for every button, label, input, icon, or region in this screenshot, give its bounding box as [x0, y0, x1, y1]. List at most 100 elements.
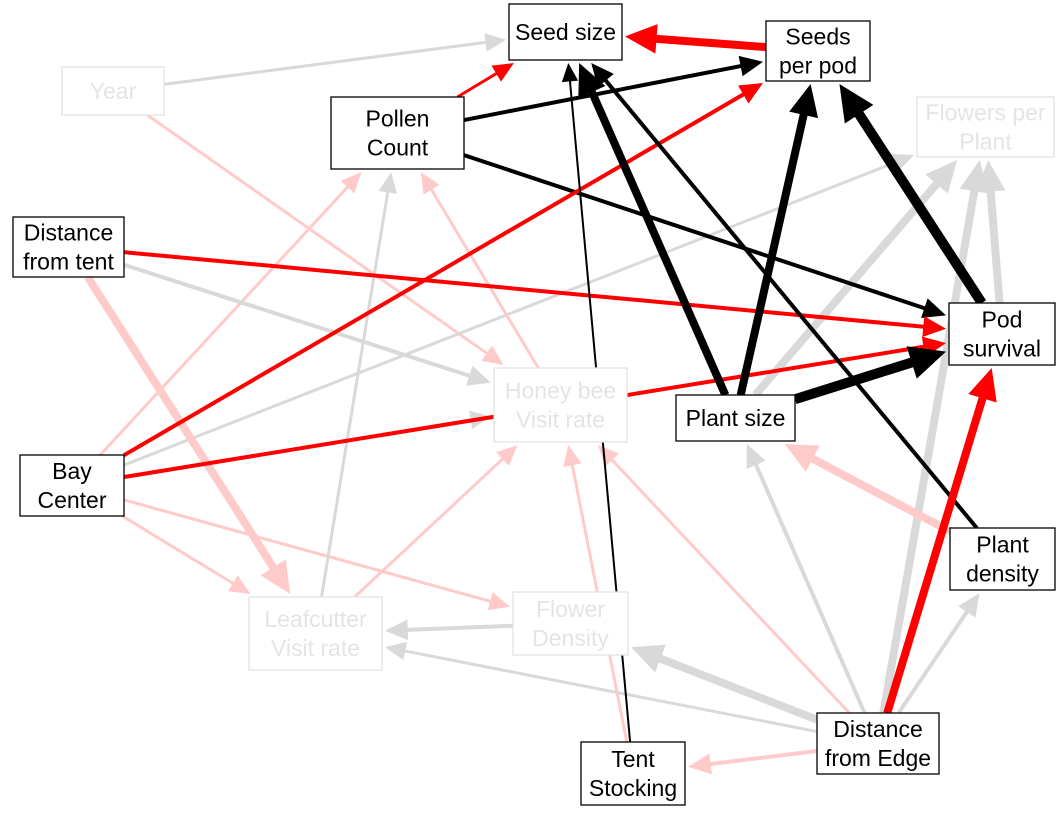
- node-label: Flowers per: [925, 100, 1045, 126]
- edge-line: [428, 186, 540, 369]
- node-box: [12, 216, 125, 278]
- edge-distance-from-edge-to-leafcutter-visit-rate: [385, 641, 818, 734]
- edge-flower-density-to-leafcutter-visit-rate: [385, 619, 514, 641]
- arrowhead-icon: [385, 641, 408, 661]
- arrowhead-icon: [591, 63, 614, 88]
- node-label: Leafcutter: [264, 606, 367, 632]
- arrowhead-icon: [738, 83, 763, 104]
- node-label: Plant: [976, 532, 1029, 558]
- node-seed-size: Seed size: [508, 3, 623, 61]
- arrowhead-icon: [340, 172, 362, 194]
- arrowhead-icon: [784, 444, 820, 472]
- edge-bay-center-to-pollen-count: [99, 172, 362, 457]
- arrowhead-icon: [925, 160, 958, 194]
- edge-year-to-seed-size: [163, 33, 506, 86]
- node-box: [19, 454, 125, 517]
- edge-line: [99, 183, 351, 457]
- edge-plant-size-to-flowers-per-plant: [752, 160, 958, 398]
- edge-line: [122, 91, 748, 457]
- edge-line: [706, 748, 818, 767]
- node-label: from Edge: [825, 745, 931, 771]
- edge-line: [602, 76, 979, 530]
- node-distance-from-tent: Distance from tent: [12, 216, 125, 278]
- edge-line: [401, 648, 818, 734]
- node-label: Plant size: [686, 405, 786, 431]
- node-box: [508, 3, 623, 61]
- node-label: Bay: [52, 458, 92, 484]
- node-box: [916, 96, 1055, 158]
- arrowhead-icon: [921, 298, 946, 319]
- arrowhead-icon: [968, 368, 997, 403]
- edge-distance-from-edge-to-honey-bee-visit-rate: [598, 445, 851, 715]
- edge-line: [654, 653, 819, 724]
- node-box: [675, 394, 796, 442]
- node-label: Flower: [536, 596, 605, 622]
- edge-line: [353, 455, 506, 599]
- node-label: Distance: [833, 716, 922, 742]
- edge-pollen-count-to-seed-size: [456, 63, 514, 99]
- arrowhead-icon: [922, 316, 946, 338]
- node-year: Year: [61, 66, 165, 116]
- arrowhead-icon: [906, 346, 946, 379]
- edge-distance-from-tent-to-honey-bee-visit-rate: [123, 262, 491, 386]
- edge-distance-from-tent-to-pod-survival: [123, 250, 946, 338]
- edge-line: [752, 177, 943, 398]
- edge-line: [121, 514, 237, 587]
- node-label: survival: [963, 336, 1041, 362]
- edge-bay-center-to-leafcutter-visit-rate: [121, 514, 251, 594]
- node-label: Visit rate: [516, 407, 605, 433]
- node-box: [330, 96, 465, 170]
- edge-pollen-count-to-pod-survival: [463, 153, 946, 319]
- node-box: [816, 712, 940, 775]
- edge-line: [123, 160, 899, 467]
- edge-plant-density-to-seed-size: [591, 63, 979, 530]
- node-box: [493, 367, 628, 443]
- arrowhead-icon: [260, 559, 291, 594]
- edge-line: [123, 262, 474, 379]
- arrowhead-icon: [975, 160, 1006, 193]
- edge-layer: [84, 24, 1006, 775]
- arrowhead-icon: [484, 33, 506, 52]
- edge-line: [986, 186, 1004, 304]
- edge-line: [752, 460, 867, 714]
- arrowhead-icon: [481, 345, 504, 365]
- edge-distance-from-edge-to-tent-stocking: [688, 748, 818, 775]
- node-label: Plant: [959, 129, 1012, 155]
- edge-bay-center-to-seeds-per-pod: [122, 83, 763, 457]
- edge-seeds-per-pod-to-seed-size: [625, 24, 767, 54]
- edge-line: [146, 113, 491, 357]
- edge-line: [463, 63, 745, 122]
- arrowhead-icon: [228, 575, 251, 594]
- arrowhead-icon: [578, 63, 606, 98]
- arrowhead-icon: [420, 172, 440, 195]
- node-label: Seeds: [785, 24, 850, 50]
- edge-line: [463, 153, 929, 312]
- edge-distance-from-edge-to-flower-density: [631, 644, 819, 724]
- node-label: Year: [90, 78, 137, 104]
- edge-year-to-honey-bee-visit-rate: [146, 113, 504, 365]
- edge-leafcutter-visit-rate-to-honey-bee-visit-rate: [353, 445, 518, 599]
- edge-distance-from-tent-to-leafcutter-visit-rate: [84, 274, 291, 594]
- arrowhead-icon: [631, 644, 666, 673]
- edge-line: [456, 70, 500, 99]
- node-label: from tent: [23, 249, 114, 275]
- node-label: Seed size: [515, 19, 616, 45]
- edge-line: [851, 106, 987, 306]
- arrowhead-icon: [487, 592, 510, 611]
- edge-leafcutter-visit-rate-to-pollen-count: [319, 172, 397, 598]
- arrowhead-icon: [385, 619, 409, 641]
- edge-line: [651, 34, 767, 52]
- node-label: Pod: [982, 307, 1023, 333]
- edge-line: [806, 453, 952, 535]
- node-label: Distance: [24, 220, 113, 246]
- arrowhead-icon: [789, 84, 819, 119]
- node-box: [948, 302, 1056, 366]
- node-label: Pollen: [366, 106, 430, 132]
- arrowhead-icon: [958, 593, 980, 618]
